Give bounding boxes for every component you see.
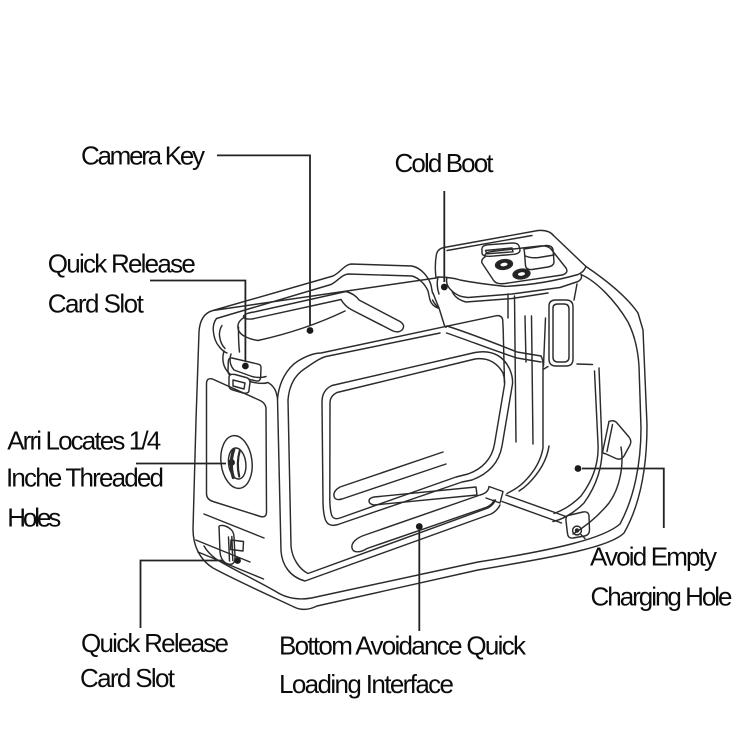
svg-text:Quick Release: Quick Release — [81, 628, 229, 658]
svg-text:Quick Release: Quick Release — [48, 248, 196, 278]
svg-text:Card Slot: Card Slot — [80, 663, 176, 693]
svg-text:Inche Threaded: Inche Threaded — [6, 463, 164, 493]
svg-text:Arri Locates 1/4: Arri Locates 1/4 — [7, 426, 161, 456]
svg-text:Charging Hole: Charging Hole — [591, 581, 733, 611]
svg-text:Loading Interface: Loading Interface — [279, 669, 454, 699]
svg-text:Avoid Empty: Avoid Empty — [590, 542, 717, 572]
svg-text:Bottom Avoidance Quick: Bottom Avoidance Quick — [279, 631, 527, 661]
svg-text:Holes: Holes — [7, 503, 61, 533]
svg-text:Camera Key: Camera Key — [81, 141, 205, 171]
svg-text:Cold Boot: Cold Boot — [395, 148, 495, 178]
svg-text:Card Slot: Card Slot — [48, 289, 145, 319]
